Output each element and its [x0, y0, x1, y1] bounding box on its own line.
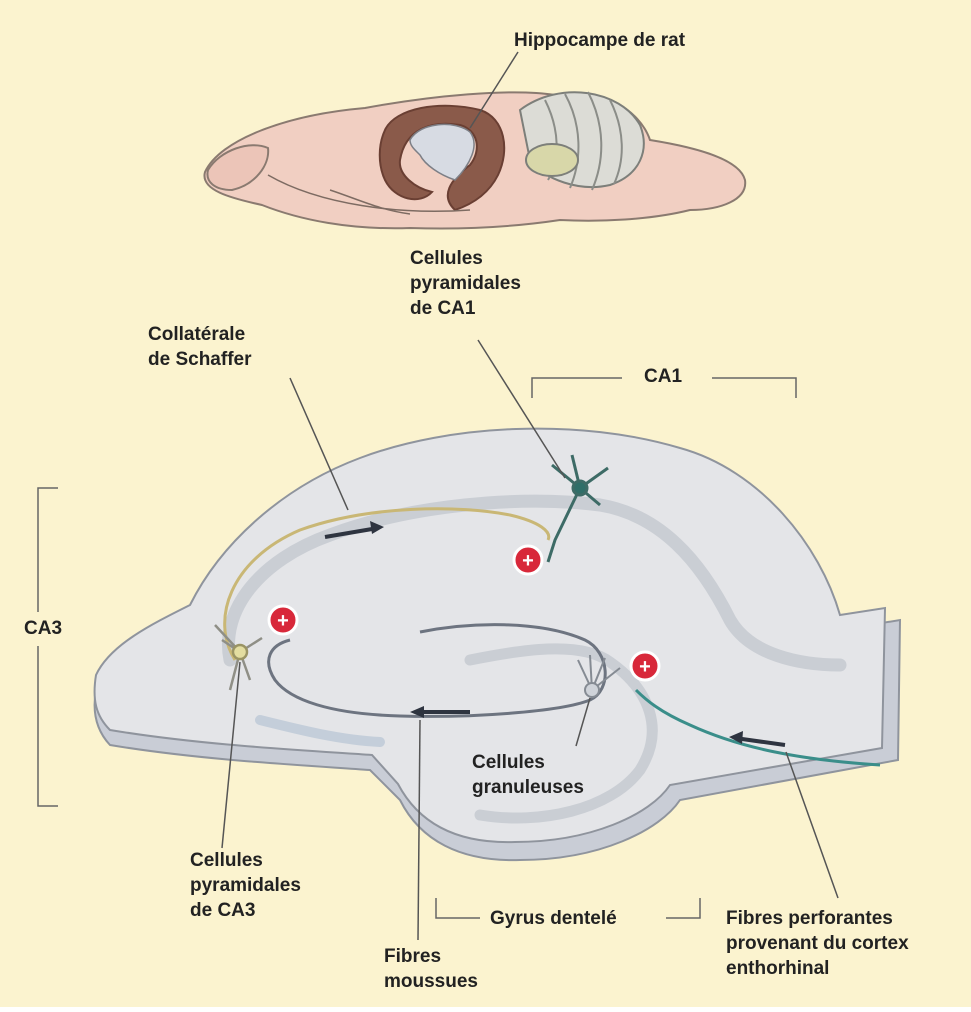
- label-cellules-pyramidales-ca3: Cellules pyramidales de CA3: [190, 848, 301, 923]
- label-fibres-perforantes: Fibres perforantes provenant du cortex e…: [726, 906, 909, 981]
- label-fibres-mousses: Fibres moussues: [384, 944, 478, 994]
- svg-text:+: +: [639, 656, 651, 678]
- excitatory-marker-ca3: +: [269, 606, 297, 634]
- label-cellules-granuleuses: Cellules granuleuses: [472, 750, 584, 800]
- label-hippocampe-de-rat: Hippocampe de rat: [514, 28, 685, 53]
- label-ca1: CA1: [644, 364, 682, 389]
- svg-text:+: +: [522, 550, 534, 572]
- label-gyrus-dentele: Gyrus dentelé: [490, 906, 617, 931]
- label-cellules-pyramidales-ca1: Cellules pyramidales de CA1: [410, 246, 521, 321]
- svg-text:+: +: [277, 610, 289, 632]
- excitatory-marker-ca1: +: [514, 546, 542, 574]
- pons: [526, 144, 578, 176]
- excitatory-marker-dg: +: [631, 652, 659, 680]
- label-collaterale-schaffer: Collatérale de Schaffer: [148, 322, 251, 372]
- label-ca3: CA3: [24, 616, 62, 641]
